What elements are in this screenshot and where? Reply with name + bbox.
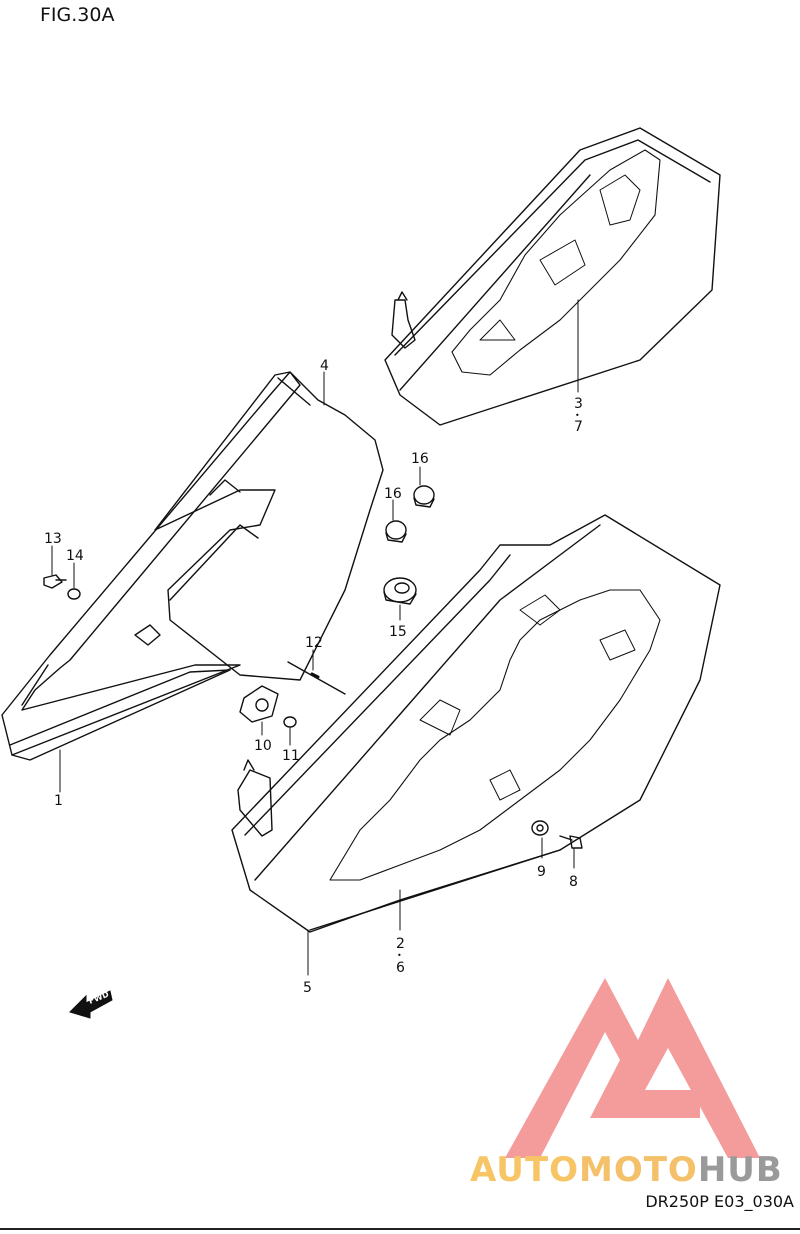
callout-6: 6: [396, 960, 405, 976]
fwd-arrow-icon: FWD: [69, 990, 113, 1019]
callout-11: 11: [282, 748, 300, 764]
part-15-grommet: [383, 577, 417, 605]
part-9-washer: [531, 820, 549, 836]
callout-2-dot: •: [397, 951, 402, 960]
brand-part-moto: MOTO: [578, 1150, 698, 1190]
part-10-clip: [239, 685, 279, 723]
callout-numbers: 1 2 • 6 3 • 7 4 5 8 9 10 11 12 13 14 15 …: [44, 358, 583, 996]
part-16-grommet-b: [385, 520, 407, 543]
callout-15: 15: [389, 624, 407, 640]
callout-3: 3: [574, 396, 583, 412]
part-left-side-cover-upper: [154, 371, 384, 681]
callout-8: 8: [569, 874, 578, 890]
callout-1: 1: [54, 793, 63, 809]
figure-title: FIG.30A: [40, 4, 115, 26]
callout-13: 13: [44, 531, 62, 547]
part-upper-side-cover: [384, 127, 721, 426]
part-frame-cover-left: [1, 371, 301, 761]
brand-wordmark: AUTOMOTOHUB: [470, 1150, 783, 1190]
part-8-screw: [559, 835, 583, 849]
leader-lines: [51, 299, 579, 976]
brand-part-hub: HUB: [697, 1150, 783, 1190]
callout-2: 2: [396, 936, 405, 952]
callout-10: 10: [254, 738, 272, 754]
callout-7: 7: [574, 419, 583, 435]
part-11-washer: [283, 716, 297, 728]
part-13-bolt: [43, 574, 67, 589]
callout-16-lower: 16: [384, 486, 402, 502]
callout-12: 12: [305, 635, 323, 651]
figure-code: DR250P E03_030A: [645, 1192, 794, 1211]
callout-14: 14: [66, 548, 84, 564]
callout-9: 9: [537, 864, 546, 880]
part-lower-side-cover: [231, 514, 721, 933]
part-14-washer: [67, 588, 81, 600]
callout-5: 5: [303, 980, 312, 996]
callout-4: 4: [320, 358, 329, 374]
bottom-rule: [0, 1228, 800, 1230]
part-16-grommet-a: [413, 485, 435, 508]
callout-16-upper: 16: [411, 451, 429, 467]
callout-3-dot: •: [575, 411, 580, 420]
brand-logo-icon: [505, 978, 760, 1158]
part-12-pin: [287, 661, 346, 695]
brand-part-auto: AUTO: [470, 1150, 579, 1190]
